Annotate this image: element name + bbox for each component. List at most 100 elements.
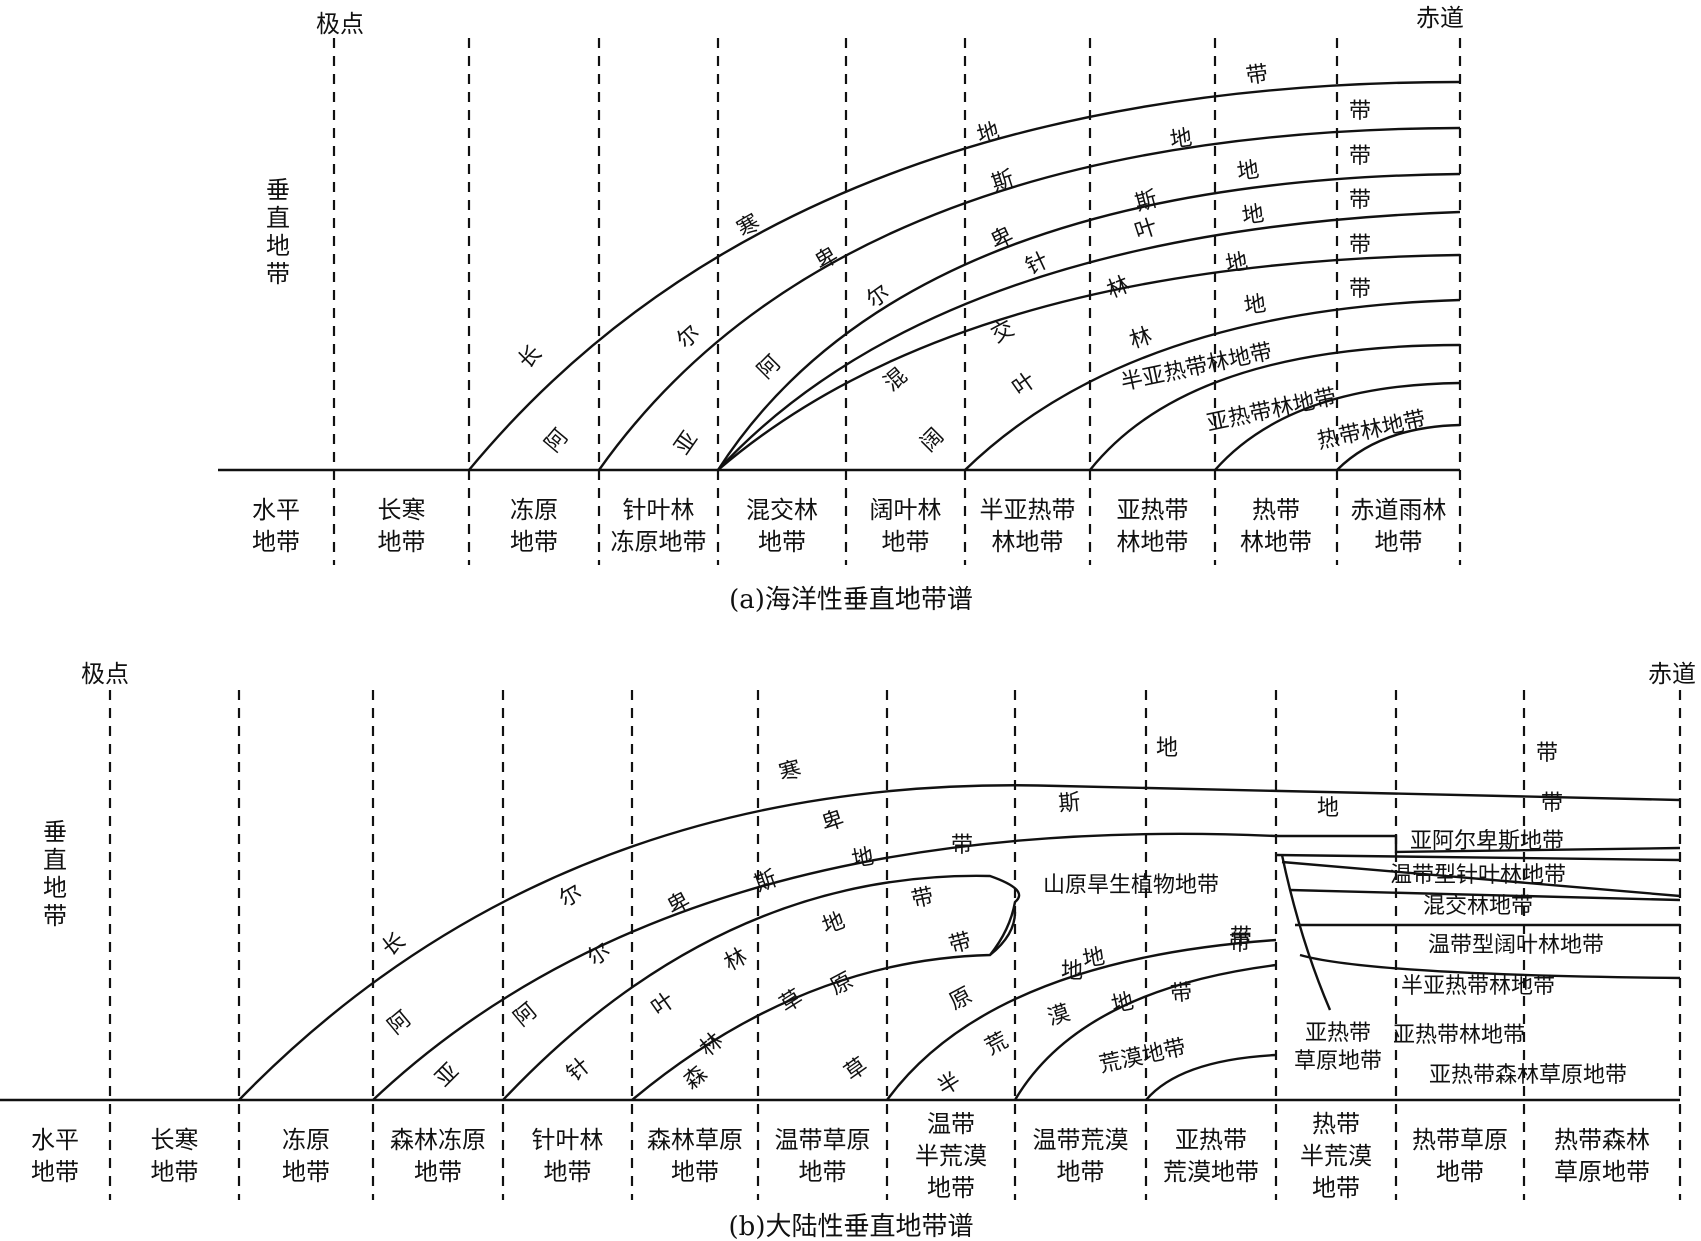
belt-label: 带 [1541, 791, 1563, 816]
vertical-axis-label: 垂 直 地 带 [266, 176, 290, 288]
horizontal-zone-label: 温带草原 [775, 1126, 871, 1154]
belt-label: 亚热带森林草原地带 [1429, 1063, 1627, 1088]
horizontal-zone-label: 地带 [799, 1158, 847, 1186]
belt-label: 地 [1168, 126, 1193, 154]
belt-label: 带 [1349, 188, 1371, 213]
horizontal-zone-label: 地带 [927, 1174, 975, 1202]
belt-label: 斯 [1132, 187, 1160, 217]
horizontal-zone-label: 针叶林 [623, 496, 695, 524]
belt-label: 斯 [751, 866, 780, 897]
belt-label: 阿 [509, 998, 542, 1031]
belt-label: 阔 [916, 424, 949, 457]
belt-label: 漠 [1045, 1001, 1074, 1032]
belt-label: 阿 [753, 351, 786, 384]
horizontal-zone-label: 地带 [282, 1158, 330, 1186]
horizontal-zone-label: 水平 [31, 1126, 79, 1154]
axis-char: 直 [43, 846, 67, 874]
belt-label: 带 [1536, 741, 1558, 766]
belt-label: 针 [562, 1053, 595, 1086]
belt-curve [631, 911, 1017, 1101]
belt-label: 森 [679, 1061, 712, 1094]
belt-label: 原 [826, 968, 857, 1000]
horizontal-zone-label: 地带 [1436, 1158, 1484, 1186]
belt-label: 温带型针叶林地带 [1390, 863, 1566, 888]
horizontal-zone-label: 地带 [882, 528, 930, 556]
horizontal-zone-label: 长寒 [378, 496, 426, 524]
belt-curves-b [238, 784, 1681, 1101]
belt-label: 地 [1235, 158, 1260, 186]
horizontal-zone-label: 长寒 [151, 1126, 199, 1154]
belt-label: 地 [819, 908, 848, 939]
belt-label: 林 [720, 944, 751, 976]
horizontal-zone-label: 热带草原 [1412, 1126, 1508, 1154]
belt-label: 混 [879, 363, 912, 396]
horizontal-zone-label: 热带 [1252, 496, 1300, 524]
belt-label: 热带林地带 [1315, 407, 1428, 454]
horizontal-zone-label: 森林冻原 [390, 1126, 486, 1154]
horizontal-zone-label: 荒漠地带 [1163, 1158, 1259, 1186]
belt-label: 尔 [583, 938, 615, 971]
belt-curve [1281, 860, 1681, 898]
horizontal-zone-label: 针叶林 [532, 1126, 604, 1154]
horizontal-zone-label: 地带 [151, 1158, 199, 1186]
belt-label: 地 [1240, 202, 1265, 230]
belt-label: 长 [514, 341, 547, 374]
axis-char: 带 [266, 260, 290, 288]
horizontal-zone-labels-b: 水平地带长寒地带冻原地带森林冻原地带针叶林地带森林草原地带温带草原地带温带半荒漠… [31, 1110, 1650, 1202]
belt-curve [238, 784, 1681, 1101]
horizontal-zone-label: 热带森林 [1554, 1126, 1650, 1154]
horizontal-zone-label: 草原地带 [1554, 1158, 1650, 1186]
belt-label: 亚热带 [1305, 1021, 1371, 1046]
belt-label: 寒 [776, 757, 804, 787]
horizontal-zone-label: 林地带 [1240, 528, 1312, 556]
belt-curve [886, 938, 1277, 1101]
horizontal-zone-label: 亚热带 [1175, 1126, 1247, 1154]
belt-curve [1280, 854, 1332, 1011]
horizontal-zone-label: 温带 [927, 1110, 975, 1138]
belt-label: 山原旱生植物地带 [1043, 873, 1219, 898]
belt-label: 尔 [862, 280, 894, 313]
belt-label: 尔 [555, 880, 587, 913]
horizontal-zone-label: 冻原 [510, 496, 558, 524]
belt-curve [1214, 381, 1461, 471]
horizontal-zone-label: 半亚热带 [980, 496, 1076, 524]
belt-label: 亚 [670, 427, 703, 459]
belt-label: 混交林地带 [1423, 894, 1533, 919]
horizontal-zone-label: 地带 [544, 1158, 592, 1186]
belt-label: 地 [1109, 989, 1136, 1018]
equator-label: 赤道 [1648, 660, 1696, 688]
belt-label: 带 [1244, 62, 1269, 90]
horizontal-zone-label: 赤道雨林 [1351, 496, 1447, 524]
vertical-axis-label: 垂 直 地 带 [43, 818, 67, 930]
belt-label: 半亚热带林地带 [1401, 974, 1555, 999]
horizontal-zone-label: 温带荒漠 [1033, 1126, 1129, 1154]
horizontal-zone-label: 地带 [1312, 1174, 1360, 1202]
belt-curve [1089, 343, 1461, 471]
horizontal-zone-label: 地带 [510, 528, 558, 556]
belt-label: 地 [1242, 292, 1267, 320]
belt-curve [716, 172, 1461, 471]
horizontal-zone-label: 林地带 [1117, 528, 1189, 556]
axis-char: 地 [43, 874, 67, 902]
horizontal-zone-label: 地带 [1057, 1158, 1105, 1186]
horizontal-zone-label: 地带 [31, 1158, 79, 1186]
panel-b: 极点 赤道 垂 直 地 带 长 寒 地 带 阿 尔 卑 斯 地 带 亚 阿 尔 … [0, 660, 1696, 1241]
horizontal-zone-label: 冻原 [282, 1126, 330, 1154]
belt-curve [502, 874, 1021, 1101]
belt-labels-a: 长 寒 地 带 阿 尔 卑 斯 地 带 亚 阿 尔 卑 斯 地 带 混 交 针 … [514, 62, 1428, 460]
axis-char: 直 [266, 204, 290, 232]
zone-boundaries-a [332, 38, 1462, 565]
horizontal-zone-label: 地带 [414, 1158, 462, 1186]
belt-label: 带 [951, 833, 973, 858]
belt-label: 地 [1224, 249, 1250, 277]
belt-label: 林 [695, 1028, 728, 1061]
horizontal-zone-label: 森林草原 [647, 1126, 743, 1154]
belt-label: 阿 [540, 424, 573, 457]
belt-label: 荒漠地带 [1097, 1035, 1188, 1078]
belt-label: 带 [909, 884, 936, 913]
panel-a: 极点 赤道 垂 直 地 带 长 寒 地 带 阿 尔 卑 斯 地 带 亚 阿 尔 … [218, 4, 1464, 615]
belt-label: 半 [934, 1068, 966, 1101]
belt-label: 地 [1156, 736, 1178, 761]
belt-curve [1299, 953, 1681, 980]
belt-label: 带 [1349, 99, 1371, 124]
